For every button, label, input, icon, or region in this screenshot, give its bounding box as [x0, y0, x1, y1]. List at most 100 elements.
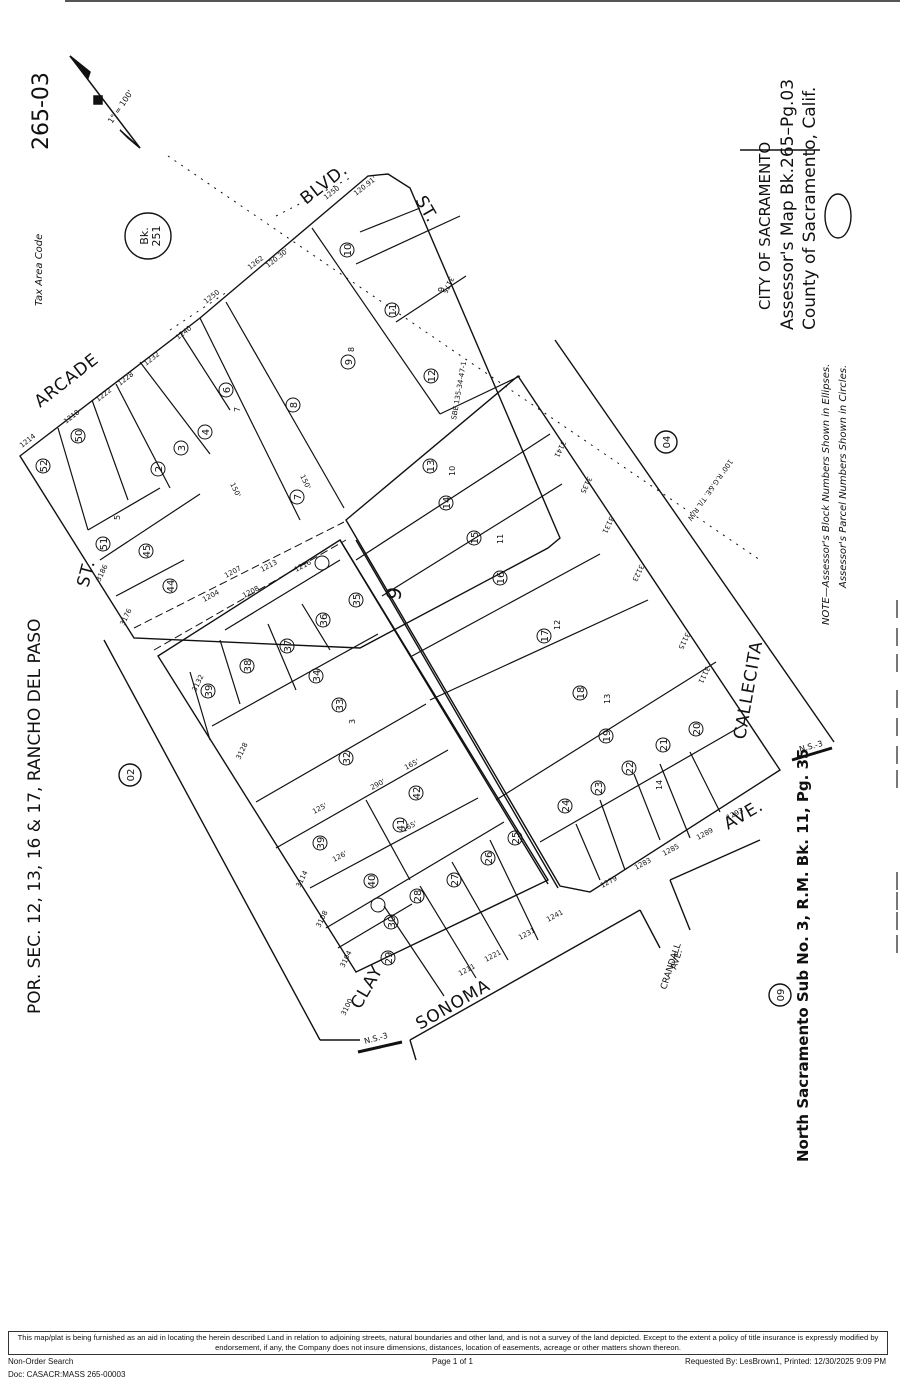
- street-edge: [669, 839, 761, 881]
- svg-text:ST.: ST.: [74, 557, 100, 589]
- svg-text:5: 5: [113, 515, 122, 520]
- svg-text:8: 8: [347, 347, 356, 352]
- svg-text:1241: 1241: [545, 908, 564, 923]
- svg-text:26: 26: [484, 852, 495, 865]
- svg-text:1232: 1232: [142, 350, 161, 367]
- svg-text:36: 36: [319, 614, 330, 627]
- svg-text:165': 165': [403, 757, 420, 771]
- page-indicator: Page 1 of 1: [432, 1357, 473, 1366]
- map-title: CITY OF SACRAMENTO Assessor's Map Bk.265…: [756, 79, 820, 330]
- map-legend-note: NOTE—Assessor's Block Numbers Shown in E…: [821, 364, 849, 625]
- document-id: Doc: CASACR:MASS 265-00003: [8, 1370, 126, 1379]
- requested-by-printed: Requested By: LesBrown1, Printed: 12/30/…: [684, 1357, 886, 1366]
- svg-text:ARCADE: ARCADE: [31, 349, 103, 412]
- svg-text:N.S.-3: N.S.-3: [363, 1031, 389, 1046]
- svg-text:9: 9: [381, 585, 407, 602]
- svg-text:50: 50: [74, 430, 85, 443]
- svg-text:2: 2: [154, 466, 165, 472]
- svg-text:38: 38: [243, 660, 254, 673]
- svg-text:14: 14: [655, 780, 664, 790]
- svg-text:NOTE—Assessor's Block Numbers: NOTE—Assessor's Block Numbers Shown in E…: [821, 364, 832, 625]
- svg-text:1262: 1262: [246, 254, 265, 271]
- svg-text:9: 9: [344, 359, 355, 365]
- svg-text:10: 10: [448, 466, 457, 476]
- svg-text:25: 25: [511, 832, 522, 845]
- svg-text:6: 6: [222, 387, 233, 393]
- svg-text:23: 23: [594, 782, 605, 795]
- svg-text:51: 51: [99, 538, 110, 551]
- svg-text:3135: 3135: [578, 475, 593, 495]
- svg-text:04: 04: [662, 436, 673, 449]
- block-arcade-west: [19, 173, 561, 649]
- svg-text:12: 12: [553, 620, 562, 630]
- svg-text:52: 52: [39, 460, 50, 473]
- block-east: [345, 374, 781, 893]
- street-edge: [409, 909, 641, 1041]
- svg-text:3128: 3128: [235, 741, 250, 761]
- svg-text:1207: 1207: [223, 564, 242, 579]
- svg-text:3100: 3100: [340, 997, 355, 1017]
- svg-text:42: 42: [412, 787, 423, 800]
- svg-text:Assessor's Map Bk.265–Pg.03: Assessor's Map Bk.265–Pg.03: [778, 79, 798, 330]
- svg-text:Bk.: Bk.: [138, 227, 151, 244]
- svg-text:1204: 1204: [201, 588, 221, 604]
- svg-text:3131: 3131: [600, 515, 615, 535]
- scan-edge-marks: [896, 600, 900, 1100]
- svg-text:32: 32: [342, 752, 353, 765]
- svg-text:11: 11: [496, 534, 505, 544]
- street-edge: [639, 909, 661, 949]
- street-edge: [669, 879, 691, 931]
- svg-text:CALLECITA: CALLECITA: [730, 639, 767, 741]
- svg-text:3141: 3141: [552, 439, 567, 459]
- street-edge: [554, 339, 835, 743]
- parcel-circles: [35, 242, 704, 966]
- svg-text:3115: 3115: [676, 631, 691, 651]
- svg-text:1279: 1279: [599, 874, 618, 889]
- svg-text:39: 39: [204, 685, 215, 698]
- svg-text:120.30': 120.30': [264, 247, 290, 270]
- svg-text:18: 18: [576, 687, 587, 700]
- svg-text:13: 13: [426, 460, 437, 473]
- page-number: 265-03: [29, 72, 54, 150]
- svg-text:1222: 1222: [94, 386, 113, 403]
- svg-text:8: 8: [289, 402, 300, 408]
- svg-text:3: 3: [348, 719, 357, 724]
- svg-text:15: 15: [470, 532, 481, 545]
- svg-text:11: 11: [388, 304, 399, 317]
- svg-text:3114: 3114: [295, 869, 310, 889]
- svg-text:41: 41: [396, 819, 407, 832]
- search-type: Non-Order Search: [8, 1357, 74, 1366]
- svg-text:09: 09: [776, 989, 787, 1002]
- svg-text:1289: 1289: [695, 826, 714, 841]
- svg-text:37: 37: [283, 640, 294, 653]
- svg-text:16: 16: [496, 572, 507, 585]
- svg-text:10: 10: [343, 244, 354, 257]
- svg-text:45: 45: [142, 545, 153, 558]
- svg-text:ST.: ST.: [411, 193, 442, 227]
- svg-text:13: 13: [603, 694, 612, 704]
- svg-text:3111: 3111: [696, 665, 711, 685]
- adjacent-book-label: Bk. 251: [138, 226, 163, 247]
- svg-text:SONOMA: SONOMA: [413, 976, 495, 1035]
- svg-text:1283: 1283: [633, 856, 652, 871]
- svg-text:28: 28: [413, 890, 424, 903]
- svg-text:7: 7: [233, 407, 242, 412]
- street-edge: [103, 639, 321, 1041]
- svg-text:126': 126': [331, 849, 348, 863]
- north-arrow-icon: [69, 55, 141, 149]
- svg-text:7: 7: [293, 494, 304, 500]
- svg-text:33: 33: [335, 699, 346, 712]
- svg-text:9: 9: [437, 287, 446, 292]
- svg-text:CITY OF SACRAMENTO: CITY OF SACRAMENTO: [756, 142, 774, 310]
- svg-text:100' R.G.&E. T/L R/W: 100' R.G.&E. T/L R/W: [686, 458, 735, 523]
- svg-text:4: 4: [201, 429, 212, 435]
- svg-text:22: 22: [625, 762, 636, 775]
- svg-text:SBE 135-34-47-1: SBE 135-34-47-1: [450, 361, 468, 421]
- svg-text:1214: 1214: [18, 432, 37, 450]
- page-top-border: [65, 0, 900, 2]
- svg-text:02: 02: [126, 769, 137, 782]
- svg-text:3176: 3176: [119, 607, 134, 627]
- svg-text:3123: 3123: [630, 563, 645, 583]
- svg-text:34: 34: [312, 670, 323, 683]
- svg-text:39: 39: [316, 837, 327, 850]
